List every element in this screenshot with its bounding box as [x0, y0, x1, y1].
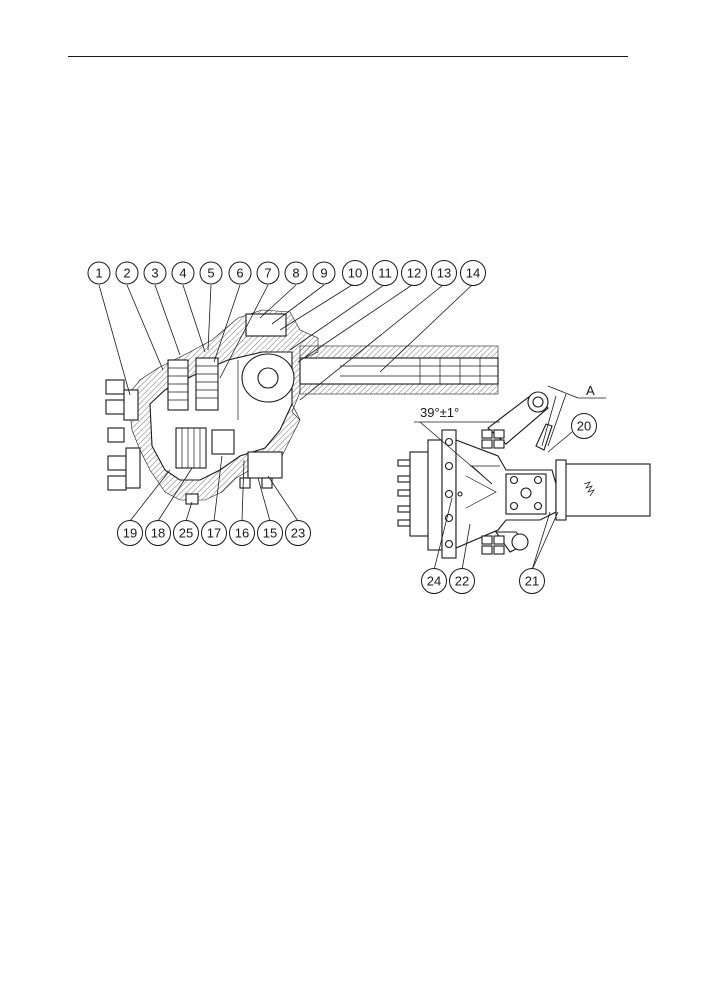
arm-bolts: [481, 429, 505, 555]
callout-14: 14: [460, 260, 486, 286]
callout-16: 16: [229, 520, 255, 546]
svg-text:4: 4: [179, 266, 186, 281]
callout-9: 9: [312, 261, 336, 285]
svg-text:19: 19: [123, 526, 137, 541]
lower-knuckle: [247, 451, 283, 479]
hub-flange: [409, 451, 429, 537]
top-label-row: 1 2 3 4 5 6 7 8 9 10 11 12 13 14: [87, 260, 486, 286]
axle-tube-upper: [299, 345, 499, 359]
svg-text:9: 9: [320, 266, 327, 281]
planetary-gears: [167, 357, 219, 411]
shaft-splines: [419, 358, 481, 384]
svg-text:25: 25: [179, 526, 193, 541]
callout-24: 24: [421, 568, 447, 594]
svg-text:7: 7: [264, 266, 271, 281]
header-rule: [68, 56, 628, 57]
cap-bolt: [533, 501, 543, 511]
joint-cross: [257, 367, 279, 389]
lower-nut: [261, 477, 273, 489]
beam-collar: [555, 459, 567, 521]
right-view-labels: 20 24 22 21: [421, 413, 597, 594]
cap-bolt: [533, 475, 543, 485]
svg-text:6: 6: [236, 266, 243, 281]
wheel-disc: [427, 439, 443, 551]
bottom-left-label-row: 19 18 25 17 16 15 23: [117, 520, 311, 546]
axle-beam: [555, 463, 651, 517]
drain-plug: [185, 493, 199, 505]
callout-4: 4: [171, 261, 195, 285]
callout-13: 13: [431, 260, 457, 286]
callout-7: 7: [256, 261, 280, 285]
angle-annotation: 39°±1°: [414, 405, 500, 485]
callout-23: 23: [285, 520, 311, 546]
svg-text:3: 3: [151, 266, 158, 281]
svg-text:1: 1: [95, 266, 102, 281]
callout-17: 17: [201, 520, 227, 546]
cap-bolt: [509, 475, 519, 485]
axle-tube-lower: [299, 383, 499, 395]
knuckle-point: [457, 491, 463, 497]
callout-15: 15: [257, 520, 283, 546]
callout-20: 20: [571, 413, 597, 439]
callout-25: 25: [173, 520, 199, 546]
svg-text:10: 10: [348, 266, 362, 281]
svg-text:21: 21: [525, 574, 539, 589]
callout-6: 6: [228, 261, 252, 285]
svg-text:18: 18: [151, 526, 165, 541]
svg-text:16: 16: [235, 526, 249, 541]
callout-10: 10: [342, 260, 368, 286]
knuckle-rib: [465, 475, 497, 509]
callout-2: 2: [115, 261, 139, 285]
lower-gear: [175, 427, 207, 469]
svg-text:12: 12: [407, 266, 421, 281]
svg-text:11: 11: [378, 266, 392, 281]
callout-11: 11: [372, 260, 398, 286]
top-leaders: [98, 284, 473, 401]
svg-text:2: 2: [123, 266, 130, 281]
lower-bearing: [211, 429, 235, 455]
callout-1: 1: [87, 261, 111, 285]
beam-break-mark: [583, 481, 595, 497]
cap-bolt: [509, 501, 519, 511]
callout-8: 8: [284, 261, 308, 285]
upper-knuckle: [245, 313, 287, 337]
svg-text:13: 13: [437, 266, 451, 281]
sensor-bracket: [535, 423, 553, 451]
svg-text:22: 22: [455, 574, 469, 589]
callout-12: 12: [401, 260, 427, 286]
wheel-studs: [397, 459, 411, 527]
svg-text:15: 15: [263, 526, 277, 541]
section-mark-a: A: [541, 383, 606, 447]
external-view: [397, 391, 651, 559]
callout-21: 21: [519, 568, 545, 594]
callout-22: 22: [449, 568, 475, 594]
drum-bolts: [444, 437, 454, 549]
callout-3: 3: [143, 261, 167, 285]
lower-gear-teeth: [181, 428, 201, 468]
callout-19: 19: [117, 520, 143, 546]
callout-5: 5: [199, 261, 223, 285]
svg-text:8: 8: [292, 266, 299, 281]
svg-text:23: 23: [291, 526, 305, 541]
axle-shaft: [299, 357, 499, 385]
section-letter: A: [586, 383, 595, 398]
hub-bolts: [105, 379, 141, 491]
lower-nut: [239, 477, 251, 489]
svg-text:24: 24: [427, 574, 441, 589]
svg-text:5: 5: [207, 266, 214, 281]
svg-text:17: 17: [207, 526, 221, 541]
upper-arm-eye-inner: [532, 396, 544, 408]
center-lines: [237, 360, 301, 421]
svg-text:14: 14: [466, 266, 480, 281]
svg-text:20: 20: [577, 419, 591, 434]
bottom-left-leaders: [129, 455, 299, 522]
angle-label: 39°±1°: [420, 405, 459, 420]
lower-arm-eye: [511, 533, 529, 551]
right-view-leaders: [433, 431, 573, 571]
sectional-view: [105, 309, 499, 505]
callout-18: 18: [145, 520, 171, 546]
cap-center: [520, 487, 532, 499]
